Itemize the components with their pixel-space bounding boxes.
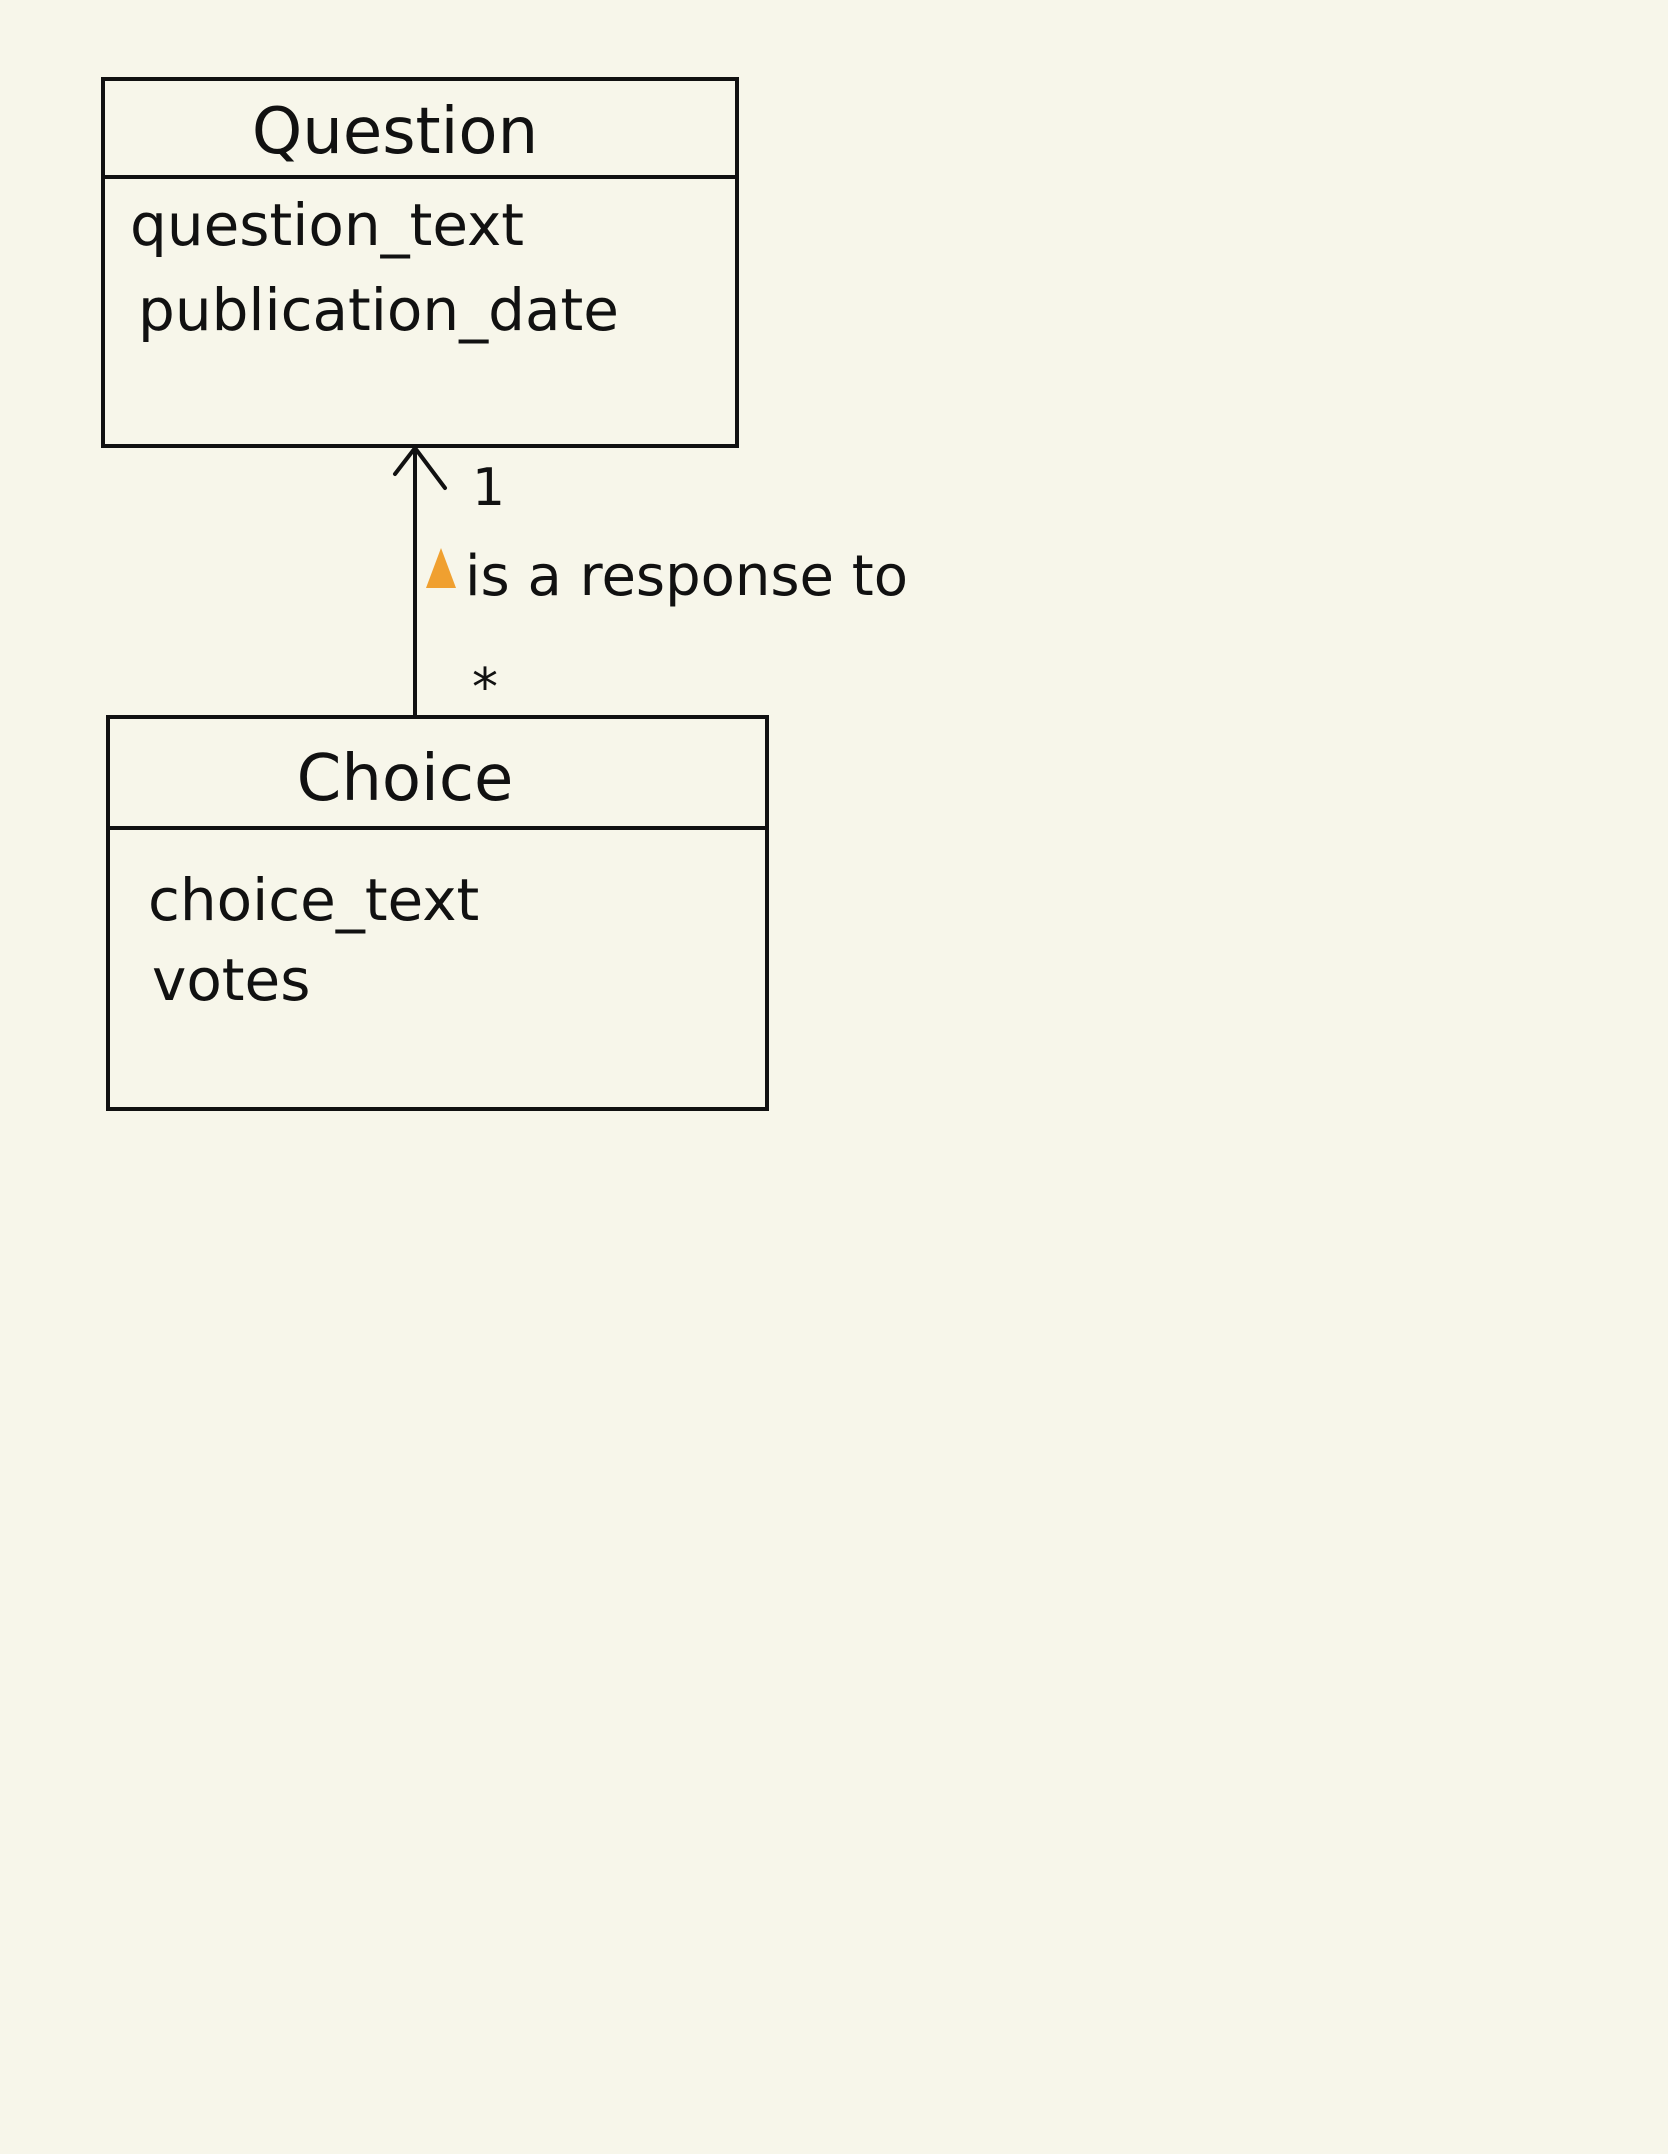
class-question-border <box>101 77 739 448</box>
class-question-attribute: question_text <box>130 191 524 259</box>
association-label: is a response to <box>465 544 908 609</box>
class-choice-attribute: choice_text <box>148 866 479 934</box>
direction-triangle-icon <box>426 548 456 588</box>
association-is-a-response-to: 1 is a response to * <box>393 446 908 719</box>
multiplicity-source: * <box>472 658 498 718</box>
class-question-attribute: publication_date <box>138 276 619 344</box>
arrowhead-icon <box>393 446 447 490</box>
class-question-title: Question <box>252 95 538 169</box>
class-question: Question question_text publication_date <box>101 77 739 448</box>
class-choice: Choice choice_text votes <box>106 715 769 1111</box>
multiplicity-target: 1 <box>472 458 505 518</box>
class-choice-attribute: votes <box>152 946 310 1014</box>
class-choice-title: Choice <box>297 742 514 816</box>
class-choice-border <box>106 715 769 1111</box>
